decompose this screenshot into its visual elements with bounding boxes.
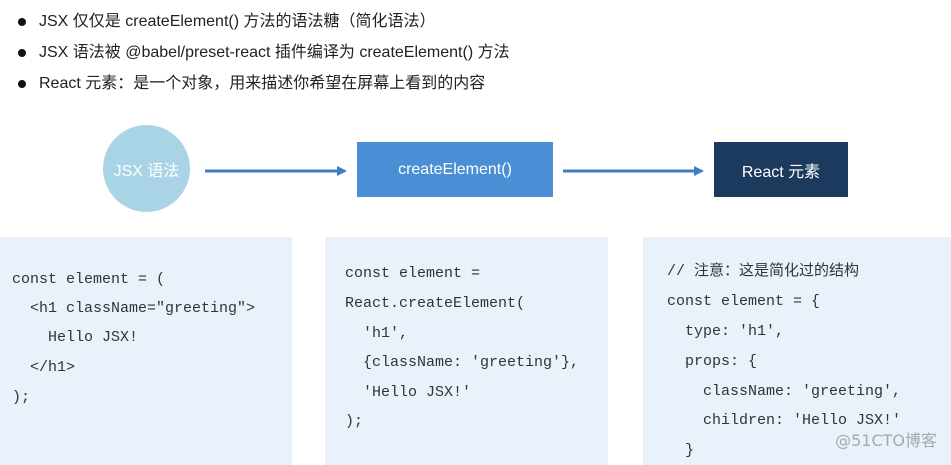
bullet-text: React 元素：是一个对象，用来描述你希望在屏幕上看到的内容: [39, 75, 486, 92]
create-element-node: createElement(): [357, 142, 553, 197]
react-element-code-panel: // 注意：这是简化过的结构 const element = { type: '…: [643, 237, 951, 465]
code-line: <h1 className="greeting">: [12, 300, 256, 317]
react-element-node: React 元素: [714, 142, 848, 197]
code-line: const element = (: [12, 271, 166, 288]
watermark: @51CTO博客: [835, 431, 937, 450]
code-line: Hello JSX!: [12, 329, 139, 346]
code-line: children: 'Hello JSX!': [667, 412, 902, 429]
code-line: className: 'greeting',: [667, 383, 902, 400]
code-line: </h1>: [12, 359, 76, 376]
code-comment: // 注意：这是简化过的结构: [667, 263, 860, 280]
bullet-text: JSX 语法被 @babel/preset-react 插件编译为 create…: [39, 44, 510, 61]
code-line: React.createElement(: [345, 295, 526, 312]
code-line: const element =: [345, 265, 481, 282]
bullet-dot-icon: [18, 17, 26, 26]
jsx-code-panel: const element = ( <h1 className="greetin…: [0, 237, 292, 465]
code-line: const element = {: [667, 293, 821, 310]
create-element-code-panel: const element = React.createElement( 'h1…: [325, 237, 608, 465]
code-line: );: [12, 389, 31, 406]
bullet-item: JSX 仅仅是 createElement() 方法的语法糖（简化语法）: [18, 6, 510, 37]
code-line: {className: 'greeting'},: [345, 354, 580, 371]
code-line: }: [667, 442, 695, 459]
bullet-item: JSX 语法被 @babel/preset-react 插件编译为 create…: [18, 37, 510, 68]
create-element-label: createElement(): [398, 160, 512, 178]
bullet-dot-icon: [18, 48, 26, 57]
react-element-label: React 元素: [741, 163, 821, 181]
bullet-item: React 元素：是一个对象，用来描述你希望在屏幕上看到的内容: [18, 68, 510, 99]
code-line: );: [345, 413, 364, 430]
code-line: 'h1',: [345, 325, 409, 342]
jsx-syntax-node: JSX 语法: [103, 125, 190, 212]
bullet-text: JSX 仅仅是 createElement() 方法的语法糖（简化语法）: [39, 13, 436, 30]
bullet-list: JSX 仅仅是 createElement() 方法的语法糖（简化语法） JSX…: [18, 6, 510, 99]
code-line: props: {: [667, 353, 758, 370]
code-line: type: 'h1',: [667, 323, 785, 340]
code-line: 'Hello JSX!': [345, 384, 472, 401]
jsx-syntax-label: JSX 语法: [113, 162, 180, 180]
bullet-dot-icon: [18, 79, 26, 88]
